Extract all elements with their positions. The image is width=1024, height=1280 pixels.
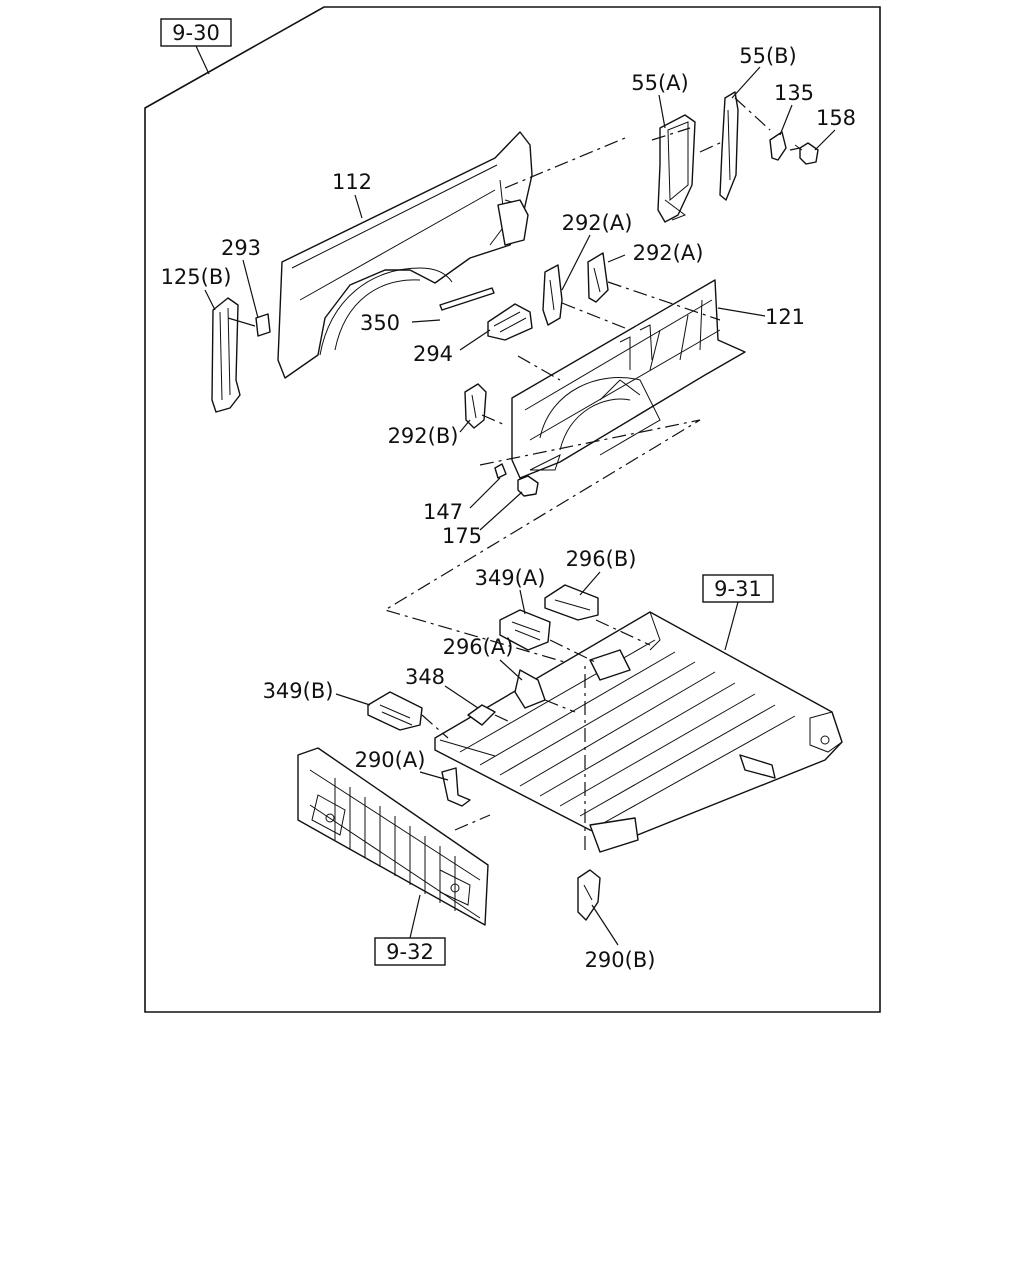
part-290a-bracket[interactable] <box>441 767 471 807</box>
callout-348: 348 <box>405 665 445 689</box>
part-bed-base-frame[interactable] <box>434 611 843 853</box>
callout-55b: 55(B) <box>739 44 797 68</box>
callout-125b: 125(B) <box>161 265 232 289</box>
part-293-bracket[interactable] <box>255 313 271 337</box>
part-348-plate[interactable] <box>467 704 496 726</box>
callout-292a-2: 292(A) <box>633 241 704 265</box>
callout-55a: 55(A) <box>631 71 688 95</box>
part-292a-clip-2[interactable] <box>587 252 609 303</box>
ref-box-9-31[interactable]: 9-31 <box>702 574 774 651</box>
part-175-bolt[interactable] <box>517 475 539 497</box>
callout-349a: 349(A) <box>475 566 546 590</box>
part-158-bolt[interactable] <box>794 142 819 165</box>
leader-lines <box>204 66 836 946</box>
part-112-fender[interactable] <box>277 131 533 379</box>
callout-158: 158 <box>816 106 856 130</box>
part-292a-clip-1[interactable] <box>542 264 563 326</box>
callout-175: 175 <box>442 524 482 548</box>
part-349b-bracket[interactable] <box>367 691 423 731</box>
diagram-frame <box>144 6 881 1013</box>
part-55a-bracket[interactable] <box>657 114 696 223</box>
callout-349b: 349(B) <box>263 679 334 703</box>
part-290b-bracket[interactable] <box>577 869 601 921</box>
callout-147: 147 <box>423 500 463 524</box>
part-296b-bracket[interactable] <box>544 584 599 621</box>
part-350-strip[interactable] <box>439 287 495 311</box>
callout-293: 293 <box>221 236 261 260</box>
part-121-bed-floor[interactable] <box>511 279 746 479</box>
part-135-clip[interactable] <box>769 131 787 161</box>
assembly-line-upper <box>383 97 801 666</box>
part-294-bracket[interactable] <box>487 303 533 341</box>
ref-box-9-30[interactable]: 9-30 <box>160 18 232 75</box>
ref-9-30-label: 9-30 <box>172 21 220 45</box>
part-tailgate[interactable] <box>297 747 489 926</box>
ref-9-32-label: 9-32 <box>386 940 434 964</box>
callout-121: 121 <box>765 305 805 329</box>
callout-290a: 290(A) <box>355 748 426 772</box>
callout-290b: 290(B) <box>585 948 656 972</box>
callout-296b: 296(B) <box>566 547 637 571</box>
part-292b-clip[interactable] <box>464 383 487 429</box>
callout-294: 294 <box>413 342 453 366</box>
callout-296a: 296(A) <box>443 635 514 659</box>
callout-labels: 55(A) 55(B) 135 158 112 293 125(B) 292(A… <box>161 44 856 972</box>
part-125b-pillar[interactable] <box>211 297 241 413</box>
callout-112: 112 <box>332 170 372 194</box>
part-147-clip[interactable] <box>494 463 507 479</box>
callout-292a-1: 292(A) <box>562 211 633 235</box>
callout-292b: 292(B) <box>388 424 459 448</box>
assembly-line-lower <box>421 619 651 850</box>
part-55b-strip[interactable] <box>719 91 739 201</box>
ref-9-31-label: 9-31 <box>714 577 762 601</box>
callout-135: 135 <box>774 81 814 105</box>
callout-350: 350 <box>360 311 400 335</box>
part-349a-bracket[interactable] <box>499 609 551 651</box>
part-296a-bracket[interactable] <box>514 669 546 709</box>
ref-box-9-32[interactable]: 9-32 <box>374 894 446 966</box>
